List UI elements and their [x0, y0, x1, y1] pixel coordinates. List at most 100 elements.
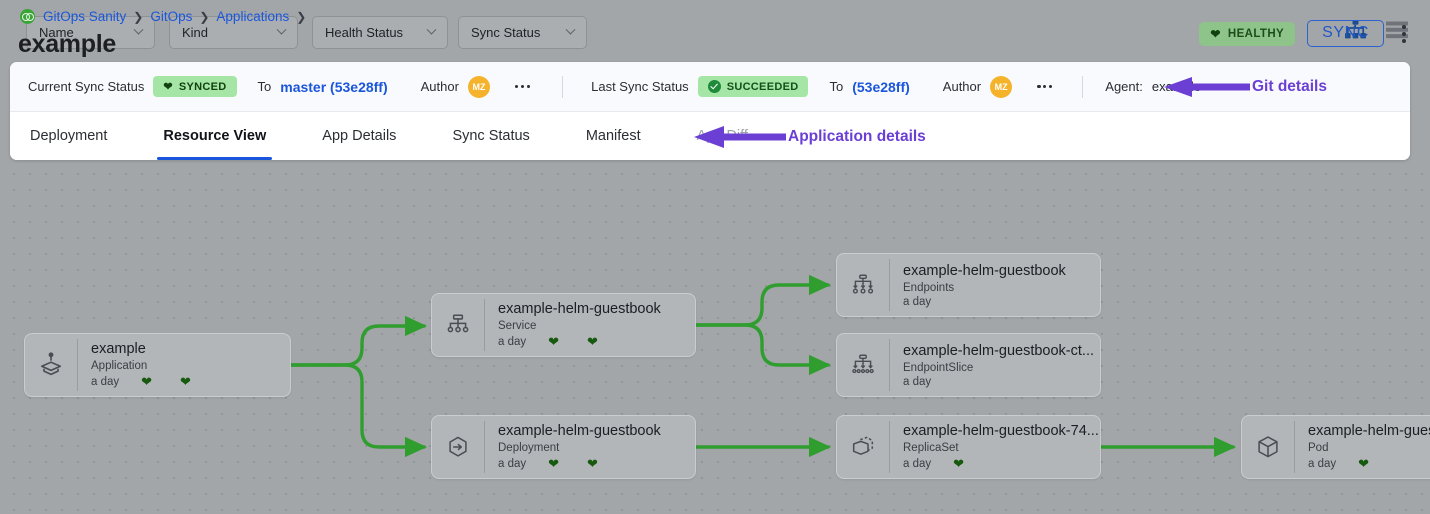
node-divider: [77, 339, 78, 391]
node-kind: ReplicaSet: [903, 441, 959, 454]
node-kind: Endpoints: [903, 281, 955, 294]
resource-graph-canvas[interactable]: example Application a day ❤ ❤ example-he…: [0, 160, 1430, 514]
service-icon: [432, 294, 484, 356]
breadcrumb: GitOps Sanity ❯ GitOps ❯ Applications ❯: [20, 9, 306, 24]
breadcrumb-item-applications[interactable]: Applications: [216, 9, 290, 24]
node-divider: [889, 259, 890, 311]
filter-sync-status-label: Sync Status: [471, 25, 541, 40]
filter-name[interactable]: Name: [26, 16, 155, 49]
node-kind: Service: [498, 319, 537, 332]
status-badge-health: ❤ HEALTHY: [1199, 21, 1296, 46]
node-kind: EndpointSlice: [903, 361, 974, 374]
git-details-annotation-arrow: [1164, 77, 1250, 97]
sync-button[interactable]: SYNC: [1307, 20, 1384, 47]
node-meta: a day ❤ ❤: [498, 456, 661, 472]
tab-app-details-label: App Details: [322, 128, 397, 144]
application-icon: [25, 334, 77, 396]
tab-deployment[interactable]: Deployment: [24, 112, 113, 160]
divider: [562, 75, 564, 98]
graph-node-endpointslice[interactable]: example-helm-guestbook-ct... EndpointSli…: [836, 333, 1101, 397]
breadcrumb-separator: ❯: [296, 9, 307, 24]
filter-health-status[interactable]: Health Status: [312, 16, 448, 49]
node-name: example-helm-guestbook: [498, 422, 661, 439]
avatar: MZ: [990, 75, 1013, 98]
tabs-bar: Deployment Resource View App Details Syn…: [10, 111, 1410, 160]
last-to-label: To: [829, 79, 844, 94]
replicaset-icon: [837, 416, 889, 478]
node-divider: [1294, 421, 1295, 473]
current-revision-link[interactable]: master (53e28ff): [280, 78, 388, 95]
current-sync-status-value: SYNCED: [178, 80, 227, 93]
filter-kind-label: Kind: [182, 25, 209, 40]
pod-icon: [1242, 416, 1294, 478]
node-name: example-helm-guestbook-ct...: [903, 342, 1094, 359]
node-divider: [889, 339, 890, 391]
page-title: example: [18, 30, 116, 58]
graph-node-replicaset[interactable]: example-helm-guestbook-74... ReplicaSet …: [836, 415, 1101, 479]
current-sync-status-badge: ❤ SYNCED: [153, 76, 237, 97]
health-heart-icon: ❤: [548, 333, 560, 349]
node-name: example-helm-guestbook-74...: [903, 422, 1099, 439]
node-name: example-helm-guest: [1308, 422, 1430, 439]
sync-status-bar: Current Sync Status ❤ SYNCED To master (…: [10, 62, 1410, 111]
node-divider: [889, 421, 890, 473]
graph-node-application[interactable]: example Application a day ❤ ❤: [24, 333, 291, 397]
node-meta: a day ❤ ❤: [498, 334, 661, 350]
page-header: GitOps Sanity ❯ GitOps ❯ Applications ❯ …: [0, 0, 1430, 62]
agent-label: Agent:: [1105, 79, 1143, 94]
node-name: example-helm-guestbook: [498, 300, 661, 317]
application-details-annotation-label: Application details: [788, 128, 926, 145]
last-revision-link[interactable]: (53e28ff): [852, 78, 910, 95]
node-meta: a day: [903, 376, 1094, 388]
filter-kind[interactable]: Kind: [169, 16, 298, 49]
header-actions: ❤ HEALTHY SYNC: [1199, 20, 1412, 47]
node-age: a day: [498, 457, 527, 470]
tab-resource-view[interactable]: Resource View: [157, 112, 273, 160]
graph-node-endpoints[interactable]: example-helm-guestbook Endpoints a day: [836, 253, 1101, 317]
sync-heart-icon: ❤: [587, 455, 598, 471]
filter-health-status-label: Health Status: [325, 25, 404, 40]
last-sync-status-value: SUCCEEDED: [726, 80, 799, 93]
tab-deployment-label: Deployment: [30, 128, 108, 144]
health-heart-icon: ❤: [953, 455, 965, 471]
node-divider: [484, 421, 485, 473]
filter-name-label: Name: [39, 25, 74, 40]
current-sync-status-label: Current Sync Status: [28, 79, 145, 94]
tree-view-icon[interactable]: [1345, 20, 1366, 44]
endpointslice-icon: [837, 334, 889, 396]
graph-node-pod[interactable]: example-helm-guest Pod a day ❤: [1241, 415, 1430, 479]
sync-heart-icon: ❤: [180, 373, 191, 389]
current-sync-status-group: Current Sync Status ❤ SYNCED To master (…: [28, 75, 532, 98]
last-more-icon[interactable]: [1035, 81, 1054, 92]
current-more-icon[interactable]: [513, 81, 532, 92]
health-heart-icon: ❤: [141, 373, 153, 389]
more-options-icon[interactable]: [1396, 21, 1412, 47]
health-heart-icon: ❤: [1358, 455, 1370, 471]
tab-manifest[interactable]: Manifest: [580, 112, 647, 160]
node-age: a day: [903, 295, 932, 308]
tab-sync-status[interactable]: Sync Status: [446, 112, 535, 160]
node-age: a day: [1308, 457, 1337, 470]
node-age: a day: [903, 375, 932, 388]
node-kind: Pod: [1308, 441, 1329, 454]
endpoints-icon: [837, 254, 889, 316]
application-details-annotation-arrow: [694, 126, 786, 148]
tab-app-details[interactable]: App Details: [316, 112, 402, 160]
check-circle-icon: [707, 80, 721, 93]
node-kind: Deployment: [498, 441, 560, 454]
node-meta: a day ❤: [903, 456, 1099, 472]
last-sync-status-group: Last Sync Status SUCCEEDED To (53e28ff) …: [591, 75, 1054, 98]
filter-sync-status[interactable]: Sync Status: [458, 16, 587, 49]
last-sync-status-label: Last Sync Status: [591, 79, 689, 94]
tab-manifest-label: Manifest: [585, 128, 641, 144]
divider: [1082, 75, 1084, 98]
node-kind: Application: [91, 359, 148, 372]
health-heart-icon: ❤: [548, 455, 560, 471]
graph-node-deployment[interactable]: example-helm-guestbook Deployment a day …: [431, 415, 696, 479]
breadcrumb-item-gitops[interactable]: GitOps: [150, 9, 193, 24]
gitops-logo-icon: [20, 9, 35, 24]
deployment-icon: [432, 416, 484, 478]
breadcrumb-item-gitops-sanity[interactable]: GitOps Sanity: [43, 9, 127, 24]
git-details-annotation-label: Git details: [1252, 78, 1327, 95]
graph-node-service[interactable]: example-helm-guestbook Service a day ❤ ❤: [431, 293, 696, 357]
